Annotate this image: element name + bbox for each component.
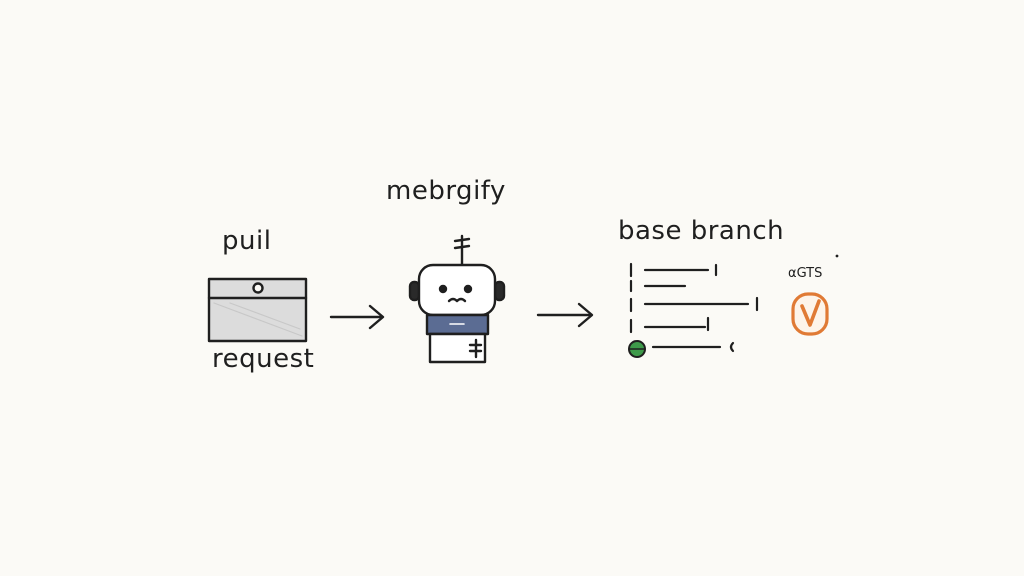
request-label: request: [212, 344, 315, 374]
pr-window-icon: [207, 277, 308, 343]
bot-label: mebrgify: [386, 176, 506, 206]
arrow-right-icon: [536, 302, 594, 328]
arrow-right-icon: [329, 304, 385, 330]
check-badge-icon: [791, 254, 839, 336]
robot-icon: [408, 234, 506, 364]
checks-label: αGTS: [788, 266, 823, 281]
pull-label: puil: [222, 226, 272, 256]
branch-lines-icon: [628, 262, 759, 358]
branch-label: base branch: [618, 216, 785, 246]
